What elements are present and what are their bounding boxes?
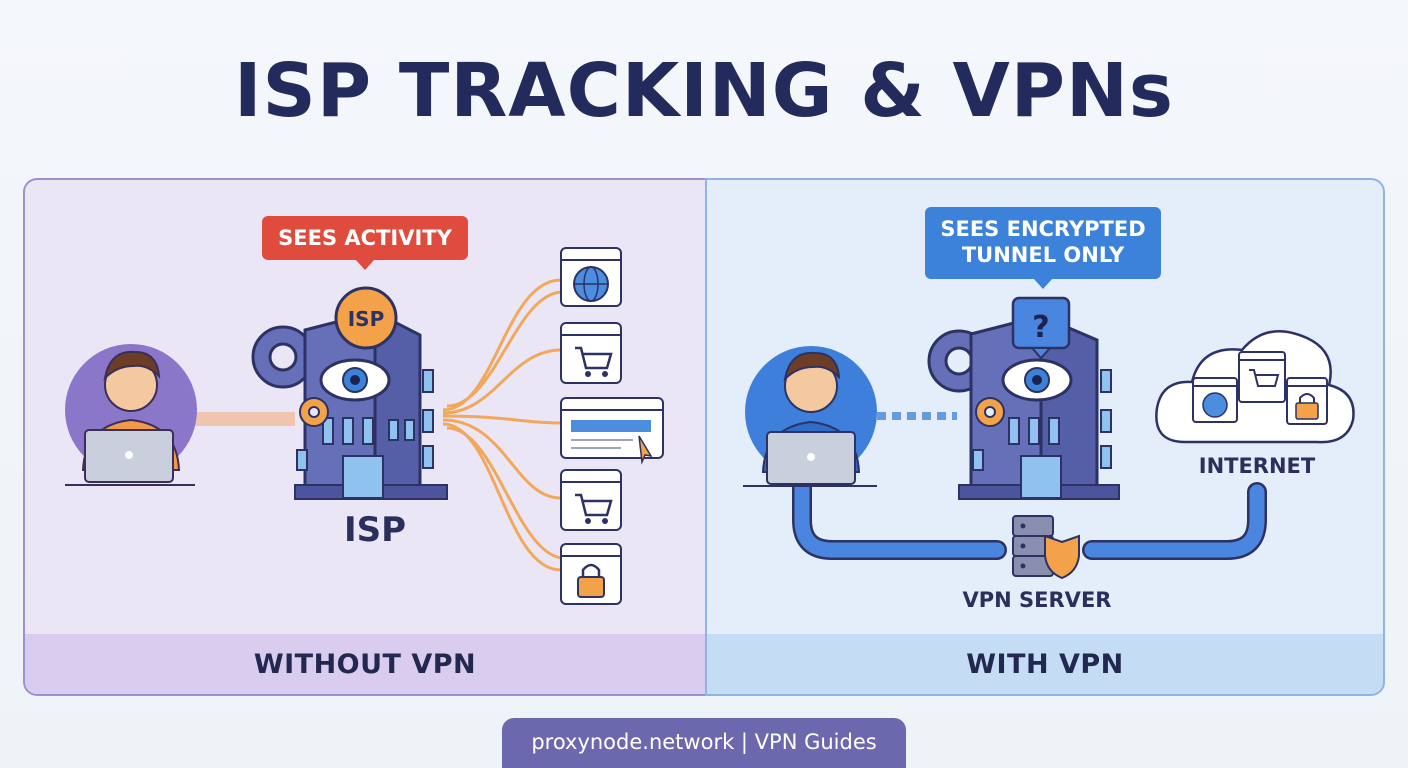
traffic-beam xyxy=(175,412,295,426)
page-title: ISP TRACKING & VPNs xyxy=(234,48,1174,134)
user-avatar xyxy=(65,344,197,486)
vpn-server-label: VPN SERVER xyxy=(962,588,1112,612)
site-icon-lock xyxy=(560,543,622,605)
user-avatar xyxy=(743,346,877,487)
badge-line-2: TUNNEL ONLY xyxy=(961,243,1125,267)
with-vpn-panel: ? SEES ENCRYPTED TUNNEL ONL xyxy=(705,178,1385,696)
isp-gear-label: ISP xyxy=(348,307,385,331)
question-mark-label: ? xyxy=(1032,310,1049,345)
site-credit: proxynode.network | VPN Guides xyxy=(502,718,906,768)
site-icon-cart xyxy=(560,322,622,384)
vpn-server xyxy=(1012,515,1080,580)
encrypted-tunnel-badge: SEES ENCRYPTED TUNNEL ONLY xyxy=(925,207,1161,289)
internet-cloud xyxy=(1155,330,1355,444)
without-vpn-panel: ISP xyxy=(23,178,705,696)
isp-label: ISP xyxy=(343,510,407,550)
site-icon-browser-click xyxy=(560,397,664,465)
isp-building xyxy=(927,296,1120,500)
without-vpn-illustration: ISP xyxy=(65,247,664,605)
internet-label: INTERNET xyxy=(1198,454,1316,478)
without-vpn-footer: WITHOUT VPN xyxy=(25,634,705,694)
with-vpn-illustration: ? xyxy=(743,296,1355,580)
traffic-lines xyxy=(442,278,562,572)
site-icon-globe xyxy=(560,247,622,307)
sees-activity-badge: SEES ACTIVITY xyxy=(262,216,468,270)
site-icon-cart-2 xyxy=(560,469,622,531)
with-vpn-footer: WITH VPN xyxy=(707,634,1383,694)
badge-line-1: SEES ENCRYPTED xyxy=(940,217,1146,241)
vpn-tunnel xyxy=(792,478,1267,560)
isp-building xyxy=(251,286,448,500)
